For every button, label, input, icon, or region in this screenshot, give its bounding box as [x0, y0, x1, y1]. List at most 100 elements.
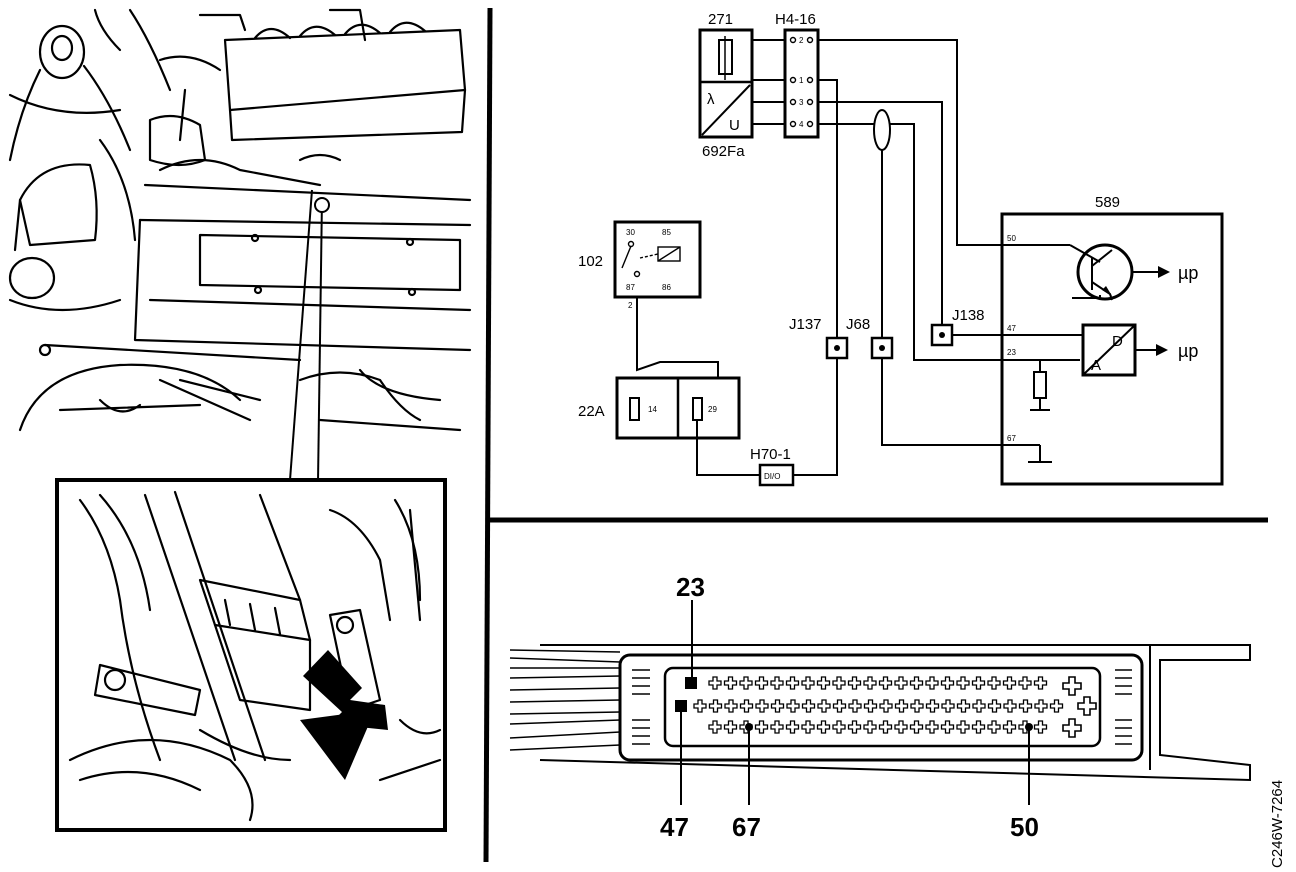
- connector-pin-cavity: [925, 699, 940, 713]
- connector-pin-cavity: [785, 720, 800, 734]
- connector-pin-cavity: [739, 699, 754, 713]
- ecu-589-label: 589: [1095, 194, 1120, 211]
- connector-pin-cavity-large: [1062, 676, 1082, 696]
- ecu-connector-view: 23 47 67 50: [509, 572, 1251, 842]
- connector-pin-cavity: [894, 720, 908, 734]
- connector-pin-cavity: [925, 720, 939, 734]
- connector-pin-cavity-large: [1077, 696, 1097, 716]
- connector-pin-cavity: [708, 720, 722, 734]
- connector-pin-cavity: [754, 720, 769, 734]
- connector-pin-cavity: [1018, 676, 1032, 690]
- connector-pin-cavity: [816, 720, 831, 734]
- microprocessor-output-1: µp: [1178, 263, 1198, 283]
- ecu-pin-50: 50: [1007, 234, 1016, 243]
- h4-16-pin-1: 1: [799, 76, 804, 85]
- relay-pin-86: 86: [662, 283, 671, 292]
- callout-50: 50: [1010, 812, 1039, 842]
- engine-bay-illustration: [8, 8, 472, 483]
- connector-pin-cavity: [816, 676, 831, 690]
- relay-pin-85: 85: [662, 228, 671, 237]
- testpoint-j68-label: J68: [846, 316, 870, 333]
- connector-pin-cavity: [770, 676, 784, 690]
- connector-pin-cavity: [972, 699, 986, 713]
- connector-pin-cavity: [925, 676, 939, 690]
- component-271-label: 271: [708, 11, 733, 28]
- fuse-29: 29: [708, 405, 717, 414]
- connector-pin-cavity: [755, 699, 769, 713]
- connector-pin-cavity: [863, 699, 878, 713]
- h4-16-pin-4: 4: [799, 120, 804, 129]
- connector-pin-cavity: [894, 676, 908, 690]
- connector-pin-cavity: [786, 699, 800, 713]
- ecu-pin-67: 67: [1007, 434, 1016, 443]
- connector-pin-cavity: [693, 699, 707, 713]
- h4-16-pin-2: 2: [799, 36, 804, 45]
- connector-pin-cavity-large: [1062, 718, 1082, 738]
- ecu-pin-23: 23: [1007, 348, 1016, 357]
- connector-pin-cavity: [739, 676, 753, 690]
- connector-h70-1-label: H70-1: [750, 446, 791, 463]
- h4-16-pin-3: 3: [799, 98, 804, 107]
- adc-digital-label: D: [1112, 333, 1123, 350]
- voltage-symbol: U: [729, 117, 740, 134]
- connector-pin-cavity: [801, 720, 815, 734]
- connector-pin-cavity: [987, 720, 1001, 734]
- connector-pin-cavity: [940, 720, 955, 734]
- h70-1-pins: DI/O: [764, 472, 780, 481]
- connector-pin-cavity: [956, 676, 970, 690]
- fusebox-22a-label: 22A: [578, 403, 605, 420]
- connector-pin-cavity: [754, 676, 769, 690]
- relay-pin-30: 30: [626, 228, 635, 237]
- microprocessor-output-2: µp: [1178, 341, 1198, 361]
- relay-pin-2: 2: [628, 301, 633, 310]
- connector-pin-cavity: [956, 720, 970, 734]
- connector-pin-cavity: [878, 720, 893, 734]
- pointer-arrow-icon: [303, 650, 388, 730]
- connector-pin-cavity: [971, 720, 986, 734]
- connector-pin-cavity: [863, 720, 877, 734]
- connector-pin-cavity: [724, 699, 738, 713]
- adc-analog-label: A: [1091, 357, 1101, 374]
- relay-102-label: 102: [578, 253, 603, 270]
- connector-pin-cavity: [863, 676, 877, 690]
- connector-pin-cavity: [770, 699, 785, 713]
- connector-pin-cavity: [770, 720, 784, 734]
- connector-pin-cavity: [987, 676, 1001, 690]
- ecu-pin-47: 47: [1007, 324, 1016, 333]
- component-692fa-label: 692Fa: [702, 143, 745, 160]
- connector-pin-cavity: [1003, 699, 1017, 713]
- callout-47: 47: [660, 812, 689, 842]
- connector-pin-cavity: [987, 699, 1002, 713]
- connector-pin-cavity: [1034, 699, 1048, 713]
- connector-pin-cavity: [801, 699, 816, 713]
- panel-dividers: [483, 7, 1268, 863]
- schematic-panel: 271 λ U 692Fa H4-16 2 1 3 4 102 3: [578, 11, 1224, 487]
- connector-pin-cavity: [909, 720, 924, 734]
- lambda-symbol: λ: [707, 91, 715, 108]
- connector-pin-cavity: [708, 699, 723, 713]
- callout-67: 67: [732, 812, 761, 842]
- connector-pin-cavity: [785, 676, 800, 690]
- connector-pin-cavity: [723, 720, 738, 734]
- connector-h4-16-label: H4-16: [775, 11, 816, 28]
- connector-detail-inset: [55, 478, 447, 832]
- callout-23: 23: [676, 572, 705, 602]
- connector-pin-cavity: [847, 720, 862, 734]
- testpoint-j137-label: J137: [789, 316, 822, 333]
- connector-pin-cavity: [832, 699, 847, 713]
- connector-pin-cavity: [910, 699, 924, 713]
- fuse-14: 14: [648, 405, 657, 414]
- connector-pin-cavity: [723, 676, 738, 690]
- testpoint-j138-label: J138: [952, 307, 985, 324]
- connector-pin-cavity: [879, 699, 893, 713]
- connector-pin-cavity: [1018, 699, 1033, 713]
- connector-pin-cavity: [894, 699, 909, 713]
- connector-pin-cavity: [940, 676, 955, 690]
- connector-pin-cavity: [832, 720, 846, 734]
- connector-pin-cavity: [1049, 699, 1064, 713]
- connector-pin-cavity: [708, 676, 722, 690]
- connector-pin-cavity: [848, 699, 862, 713]
- connector-pin-cavity: [941, 699, 955, 713]
- connector-pin-cavity: [832, 676, 846, 690]
